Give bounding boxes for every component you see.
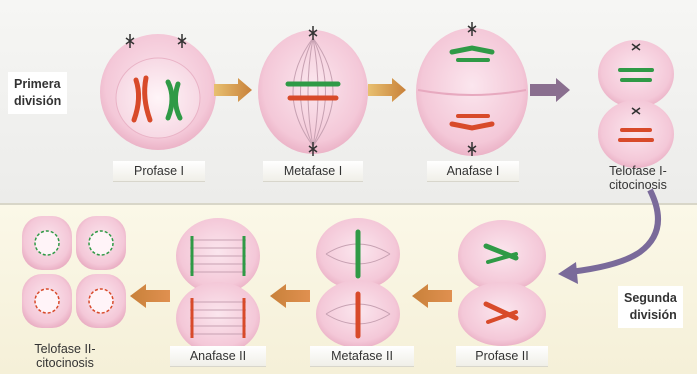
label-anafase-1: Anafase I <box>427 161 519 182</box>
label-metafase-2: Metafase II <box>310 346 414 367</box>
label-metafase-1: Metafase I <box>263 161 363 182</box>
label-profase-1: Profase I <box>113 161 205 182</box>
arrow-2 <box>368 78 406 102</box>
label-profase-2: Profase II <box>456 346 548 367</box>
arrow-5 <box>270 284 310 308</box>
cell-telofase-1 <box>598 40 674 168</box>
second-division-label: Segunda división <box>618 286 683 328</box>
arrow-1 <box>214 78 252 102</box>
arrow-3 <box>530 78 570 102</box>
label-telofase-1-line-2: citocinosis <box>590 178 686 192</box>
label-telofase-1-line-1: Telofase I- <box>590 164 686 178</box>
cell-profase-1 <box>100 34 216 150</box>
arrow-6 <box>130 284 170 308</box>
first-division-line-1: Primera <box>14 76 61 93</box>
label-anafase-2: Anafase II <box>170 346 266 367</box>
second-division-line-1: Segunda <box>624 290 677 307</box>
cell-profase-2 <box>458 220 546 346</box>
cell-metafase-2 <box>316 218 400 348</box>
cell-telofase-2 <box>22 216 126 328</box>
cell-anafase-1 <box>416 22 528 156</box>
arrow-4 <box>412 284 452 308</box>
first-division-label: Primera división <box>8 72 67 114</box>
cell-anafase-2 <box>176 218 260 354</box>
label-telofase-1: Telofase I- citocinosis <box>590 164 686 192</box>
label-telofase-2-line-1: Telofase II- <box>10 342 120 356</box>
label-telofase-2: Telofase II- citocinosis <box>10 342 120 370</box>
second-division-line-2: división <box>624 307 677 324</box>
first-division-line-2: división <box>14 93 61 110</box>
cell-metafase-1 <box>258 26 368 156</box>
curved-arrow <box>570 190 658 272</box>
label-telofase-2-line-2: citocinosis <box>10 356 120 370</box>
